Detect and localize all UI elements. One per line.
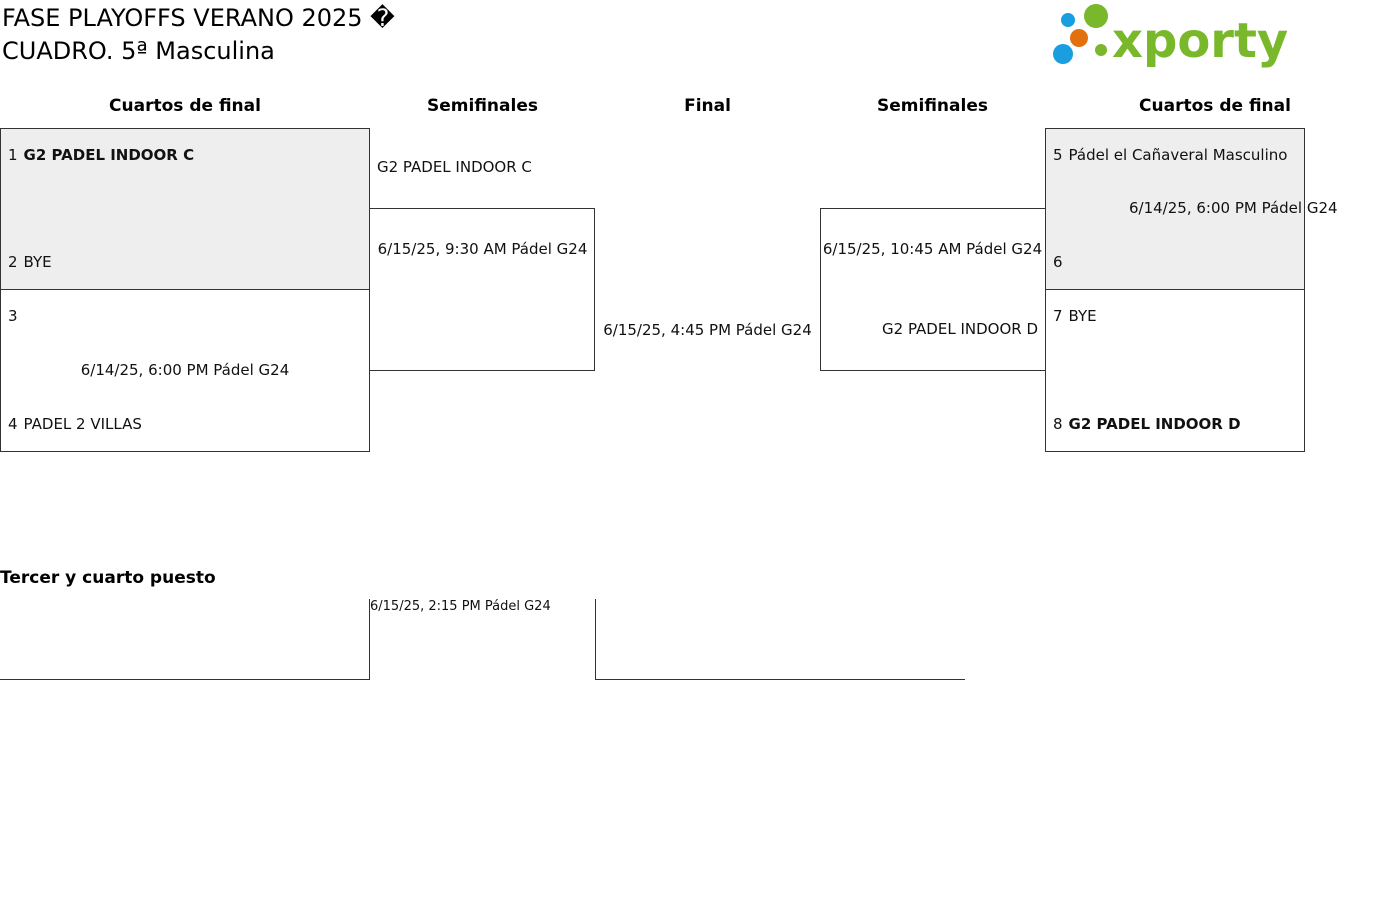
xporty-logo-icon: xporty [1053, 4, 1288, 69]
team-slot-seed-3[interactable]: 3 [8, 307, 24, 325]
team-slot-seed-4[interactable]: 4 PADEL 2 VILLAS [8, 415, 142, 433]
match-left-qf-1[interactable] [0, 128, 370, 290]
third-place-match-info[interactable]: 6/15/25, 2:15 PM Pádel G24 [370, 599, 551, 614]
third-place-left-connector [369, 599, 370, 680]
page-title: FASE PLAYOFFS VERANO 2025 � CUADRO. 5ª M… [2, 2, 395, 68]
title-line-2: CUADRO. 5ª Masculina [2, 37, 275, 65]
seed-number: 6 [1053, 253, 1063, 271]
left-sf-team-top[interactable]: G2 PADEL INDOOR C [377, 158, 532, 176]
round-header-left-sf: Semifinales [427, 96, 538, 116]
seed-number: 4 [8, 415, 18, 433]
team-slot-seed-5[interactable]: 5 Pádel el Cañaveral Masculino [1053, 146, 1287, 164]
team-slot-seed-8[interactable]: 8 G2 PADEL INDOOR D [1053, 415, 1241, 433]
match-right-qf-1[interactable] [1045, 128, 1305, 290]
team-slot-seed-6[interactable]: 6 [1053, 253, 1069, 271]
team-slot-seed-1[interactable]: 1 G2 PADEL INDOOR C [8, 146, 194, 164]
team-name: BYE [1068, 307, 1097, 325]
match-right-sf[interactable] [820, 208, 1046, 371]
third-place-left-line [0, 679, 370, 680]
match-info: 6/15/25, 10:45 AM Pádel G24 [822, 240, 1043, 258]
match-info: 6/14/25, 6:00 PM Pádel G24 [1129, 199, 1338, 217]
team-slot-seed-2[interactable]: 2 BYE [8, 253, 52, 271]
match-info: 6/15/25, 9:30 AM Pádel G24 [377, 240, 588, 258]
match-left-sf[interactable] [369, 208, 595, 371]
team-name: PADEL 2 VILLAS [23, 415, 142, 433]
third-place-right-line [595, 679, 965, 680]
logo-text: xporty [1112, 13, 1288, 69]
seed-number: 1 [8, 146, 18, 164]
third-place-right-connector [595, 599, 596, 680]
right-sf-team-bottom[interactable]: G2 PADEL INDOOR D [882, 320, 1038, 338]
team-name: G2 PADEL INDOOR C [23, 146, 195, 164]
match-right-qf-2[interactable] [1045, 289, 1305, 452]
seed-number: 7 [1053, 307, 1063, 325]
team-name: Pádel el Cañaveral Masculino [1068, 146, 1288, 164]
round-header-right-qf: Cuartos de final [1139, 96, 1291, 116]
round-header-left-qf: Cuartos de final [109, 96, 261, 116]
match-info: 6/14/25, 6:00 PM Pádel G24 [80, 361, 290, 379]
seed-number: 8 [1053, 415, 1063, 433]
team-slot-seed-7[interactable]: 7 BYE [1053, 307, 1097, 325]
seed-number: 2 [8, 253, 18, 271]
title-line-1: FASE PLAYOFFS VERANO 2025 � [2, 4, 395, 32]
team-name: G2 PADEL INDOOR D [1068, 415, 1241, 433]
final-match-info[interactable]: 6/15/25, 4:45 PM Pádel G24 [603, 321, 812, 339]
round-header-final: Final [684, 96, 731, 116]
third-place-title: Tercer y cuarto puesto [0, 568, 216, 588]
seed-number: 5 [1053, 146, 1063, 164]
seed-number: 3 [8, 307, 18, 325]
round-header-right-sf: Semifinales [877, 96, 988, 116]
team-name: BYE [23, 253, 52, 271]
xporty-logo: xporty [1050, 2, 1288, 69]
